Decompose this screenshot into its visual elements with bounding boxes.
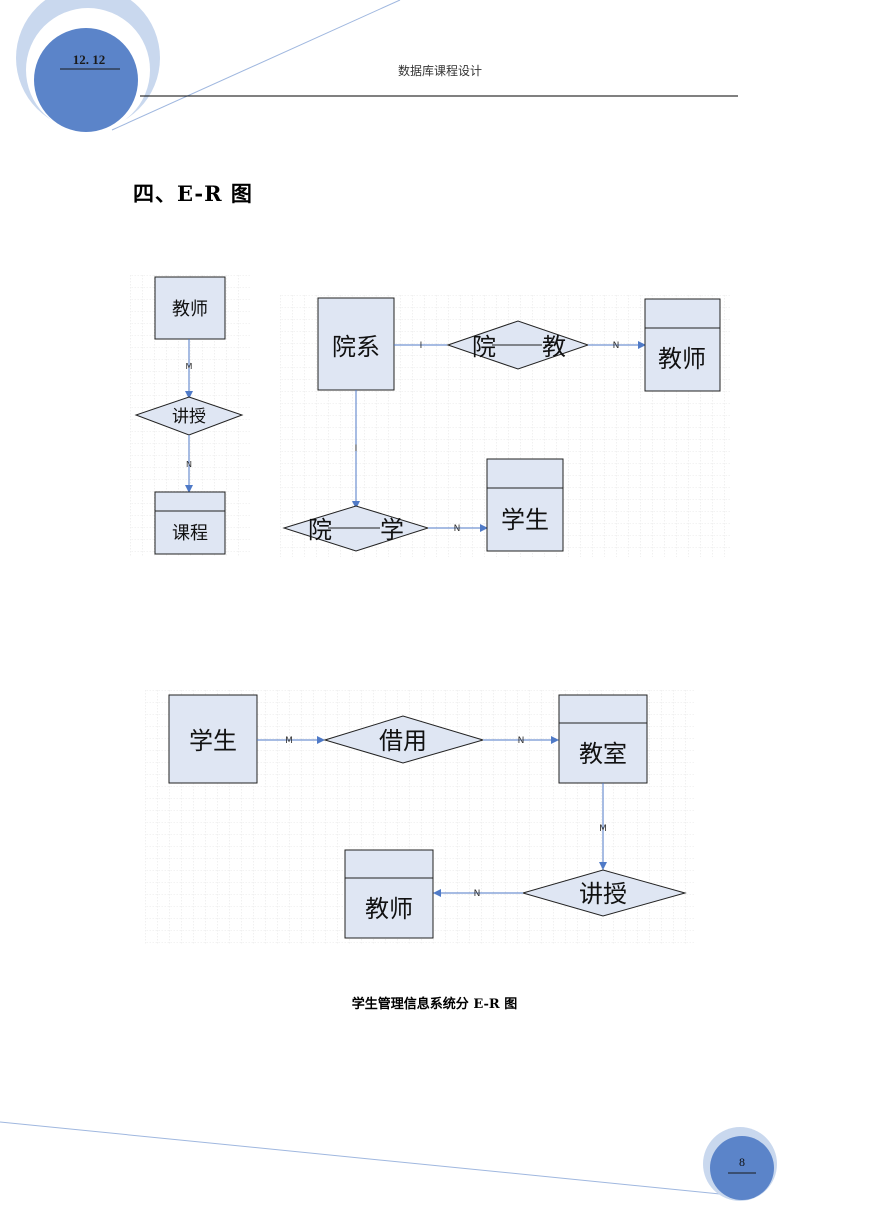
header-title: 数据库课程设计 (397, 64, 482, 78)
card-rel1-teacher: N (613, 341, 620, 351)
entity-department-label: 院系 (332, 333, 380, 361)
entity-student-label: 学生 (189, 727, 237, 755)
entity-teacher-label: 教师 (365, 895, 413, 923)
er-diagram-department: 院系 I 院 教 N 教师 I 院 学 N 学生 (280, 295, 730, 557)
relation-teach-label: 讲授 (172, 407, 206, 427)
relation-dept-student-right: 学 (380, 516, 404, 544)
card-rel2-student: N (454, 524, 461, 534)
entity-classroom-box (558, 694, 648, 784)
entity-teacher-label: 教师 (172, 299, 208, 320)
header-ornament-inner (34, 28, 138, 132)
card-dept-rel1: I (420, 341, 423, 351)
relation-teach-diamond (521, 869, 687, 917)
entity-course-box (154, 491, 226, 555)
entity-teacher-box (644, 298, 721, 392)
er-diagram-classroom: 学生 M 借用 N 教室 M 讲授 N 教师 (145, 690, 695, 945)
header-date: 12. 12 (72, 52, 106, 67)
card-borrow-classroom: N (518, 736, 525, 746)
entity-teacher-box (154, 276, 226, 340)
footer-diagonal-line (0, 1121, 741, 1197)
entity-teacher-box (344, 849, 434, 939)
section-heading: 四、E-R 图 (133, 181, 253, 206)
card-classroom-teach: M (599, 824, 607, 834)
figure-caption: 学生管理信息系统分 E-R 图 (351, 997, 518, 1012)
card-m: M (186, 362, 193, 371)
relation-dept-teacher-right: 教 (542, 333, 566, 361)
entity-teacher-label: 教师 (658, 345, 706, 373)
footer-ornament-inner (710, 1136, 774, 1200)
er-diagram-teacher-course: 教师 M 讲授 N 课程 (130, 275, 250, 557)
header-diagonal-line (111, 0, 401, 131)
entity-student-label: 学生 (501, 506, 549, 534)
page-number: 8 (739, 1155, 745, 1169)
entity-course-label: 课程 (172, 523, 208, 544)
card-dept-rel2: I (355, 444, 358, 454)
relation-teach-label: 讲授 (579, 880, 627, 908)
card-student-borrow: M (285, 736, 293, 746)
card-n: N (186, 460, 192, 469)
entity-classroom-label: 教室 (579, 740, 627, 768)
entity-student-box (168, 694, 258, 784)
relation-borrow-label: 借用 (379, 727, 427, 755)
relation-dept-student-left: 院 (308, 516, 332, 544)
relation-dept-teacher-left: 院 (472, 333, 496, 361)
card-teach-teacher: N (474, 889, 481, 899)
entity-student-box (486, 458, 564, 552)
